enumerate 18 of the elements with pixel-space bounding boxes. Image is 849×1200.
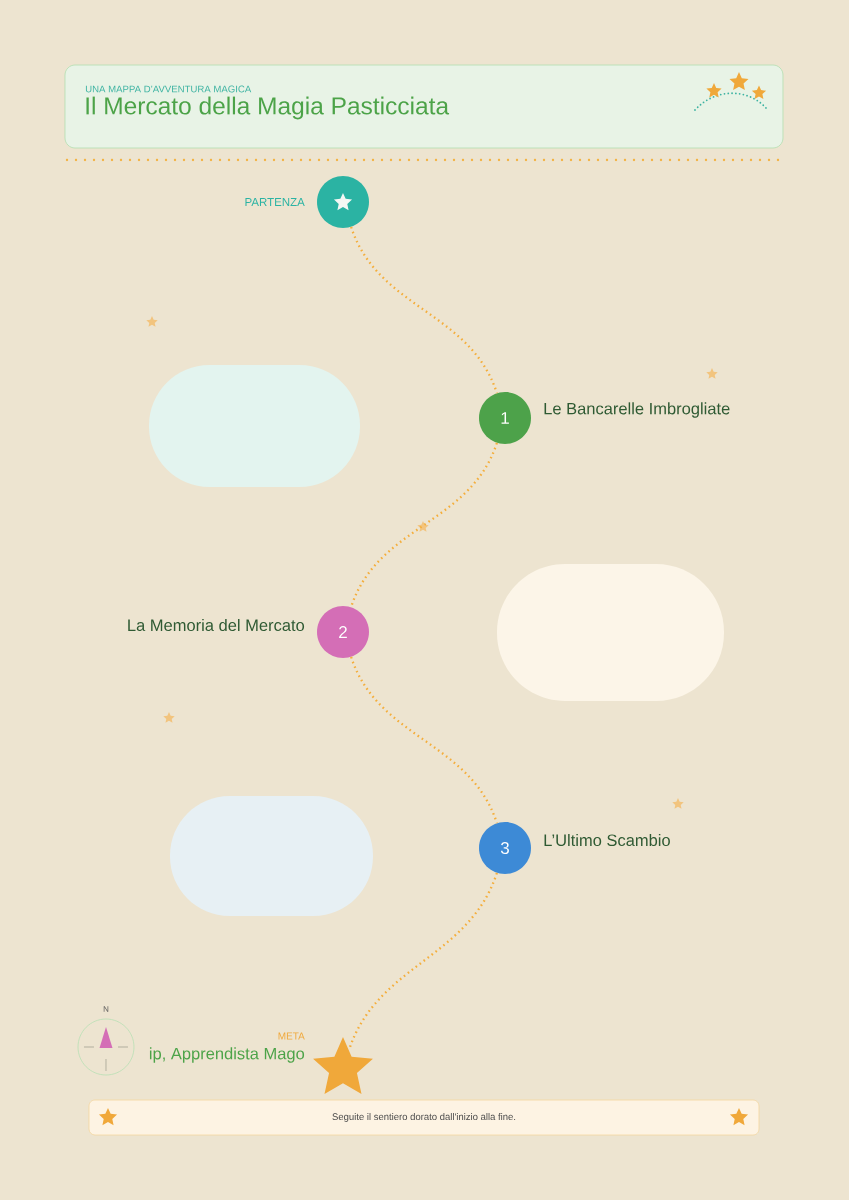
traveler-name: ip, Apprendista Mago bbox=[149, 1047, 305, 1063]
footer-banner: Seguite il sentiero dorato dall'inizio alla fine. bbox=[88, 1099, 760, 1136]
step-label: L’Ultimo Scambio bbox=[544, 833, 670, 847]
dotted-trail bbox=[350, 226, 498, 394]
rounded-panel bbox=[149, 365, 360, 487]
goal-label: META bbox=[278, 1032, 305, 1040]
start-label: PARTENZA bbox=[245, 198, 305, 206]
step-label: Le Bancarelle Imbrogliate bbox=[544, 402, 730, 418]
map-title: Il Mercato della Magia Pasticciata bbox=[86, 96, 450, 120]
rounded-panel bbox=[497, 564, 724, 701]
start-circle bbox=[317, 176, 369, 228]
dotted-trail bbox=[350, 442, 498, 608]
goal-star bbox=[313, 1037, 373, 1094]
rounded-panel bbox=[170, 796, 373, 916]
dotted-trail bbox=[350, 656, 498, 824]
kicker-text: UNA MAPPA D’AVVENTURA MAGICA bbox=[85, 85, 252, 93]
step-label: La Memoria del Mercato bbox=[128, 618, 305, 632]
compass-letter: N bbox=[103, 1006, 109, 1012]
